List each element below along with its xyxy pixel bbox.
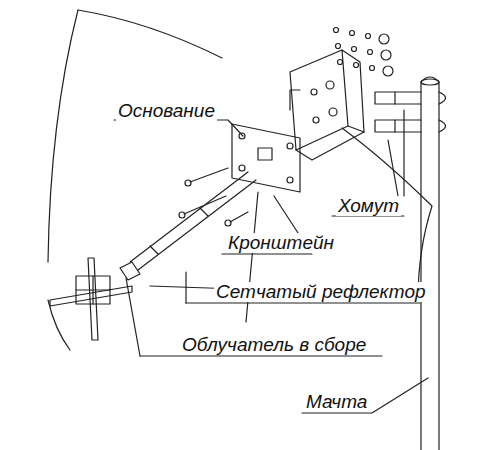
washer [368,50,373,55]
washer [338,60,343,65]
leader-lines [114,110,428,413]
washer [379,34,389,44]
part-label: Облучатель в сборе [180,335,368,355]
reflector-outline [48,10,432,350]
clamp-bracket [290,50,364,160]
washers [334,28,394,77]
u-clamp [375,92,446,132]
part-label: Кронштейн [226,233,336,253]
part-label: Хомут [336,196,401,216]
part-label: Мачта [304,392,369,412]
washer [336,44,341,49]
washer [383,66,393,76]
part-label: Сетчатый рефлектор [214,282,428,302]
base-plate [232,124,300,192]
washer [370,66,375,71]
washer [366,34,371,39]
washer [334,28,339,33]
part-label: Основание [116,101,217,121]
boom-tube [130,172,256,270]
bolts [179,168,248,226]
washer [350,31,355,36]
mast [421,77,439,450]
feed-assembly [50,258,140,340]
washer [381,50,391,60]
washer [352,47,357,52]
washer [354,63,359,68]
